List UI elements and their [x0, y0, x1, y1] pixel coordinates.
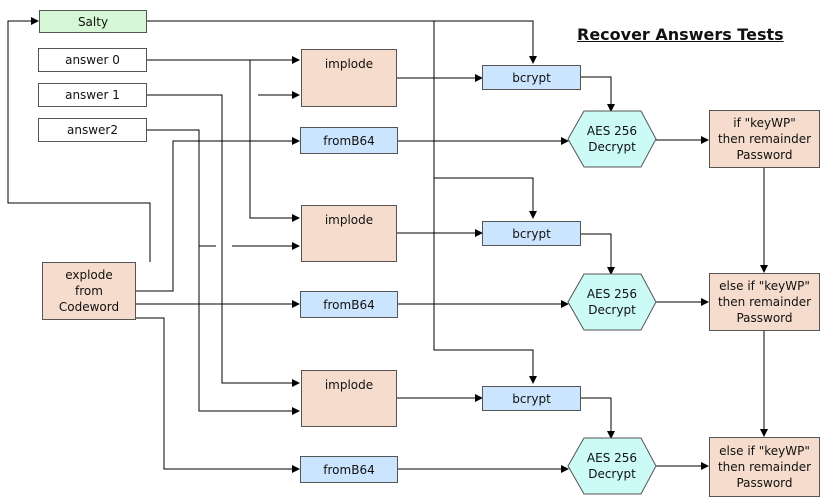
wire-bcrypt3-to-aes3 [581, 397, 615, 439]
wire-answer1-trunk [147, 94, 300, 387]
aes-decrypt-2-shape [567, 273, 657, 331]
implode-box-3: implode [301, 370, 397, 427]
wire-salty-trunk [433, 21, 537, 384]
answer0-box: answer 0 [38, 48, 147, 72]
wire-explode-to-salty [7, 17, 151, 262]
wire-salty-to-bcrypt1 [147, 20, 537, 64]
implode-box-1: implode [301, 49, 397, 107]
wire-salty-to-bcrypt2 [434, 177, 537, 219]
aes-decrypt-1-label: AES 256 Decrypt [586, 124, 638, 154]
fromb64-box-1: fromB64 [300, 127, 398, 154]
bcrypt-box-3: bcrypt [482, 386, 581, 411]
diagram-title: Recover Answers Tests [577, 25, 784, 44]
aes-decrypt-3-label: AES 256 Decrypt [586, 451, 638, 481]
salty-box: Salty [39, 10, 147, 33]
wire-answer2-trunk [147, 129, 300, 415]
wire-answer0-trunk [249, 60, 300, 222]
wire-explode-to-fromb64-1 [136, 137, 300, 292]
aes-decrypt-2-label: AES 256 Decrypt [586, 287, 638, 317]
answer1-box: answer 1 [38, 83, 147, 107]
wire-bcrypt1-to-aes1 [581, 76, 615, 112]
wire-bcrypt2-to-aes2 [581, 233, 615, 275]
result-box-2: else if "keyWP" then remainder Password [709, 273, 820, 331]
explode-codeword-box: explode from Codeword [42, 262, 136, 320]
aes-decrypt-1-shape [567, 110, 657, 168]
bcrypt-box-1: bcrypt [482, 65, 581, 90]
implode-box-2: implode [301, 205, 397, 262]
result-box-3: else if "keyWP" then remainder Password [709, 437, 820, 497]
wire-explode-to-fromb64-3 [136, 317, 300, 473]
result-box-1: if "keyWP" then remainder Password [709, 110, 820, 168]
fromb64-box-3: fromB64 [300, 456, 398, 483]
aes-decrypt-3-shape [567, 437, 657, 495]
bcrypt-box-2: bcrypt [482, 221, 581, 246]
fromb64-box-2: fromB64 [300, 291, 398, 318]
answer2-box: answer2 [38, 118, 147, 142]
